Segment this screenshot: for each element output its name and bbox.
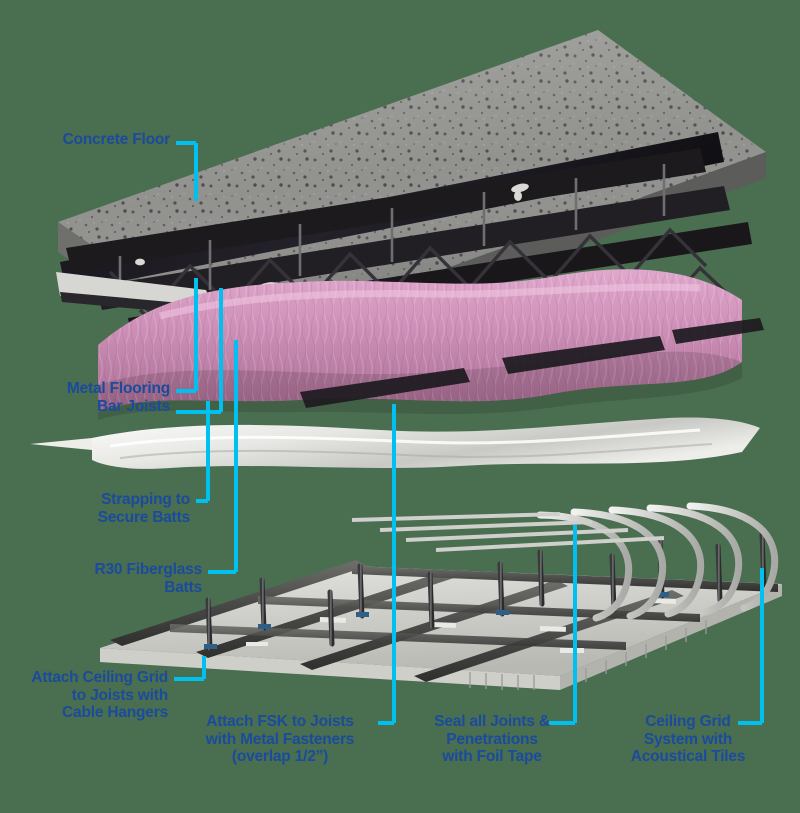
leader-lines-group — [174, 141, 764, 725]
strapping-bands — [300, 318, 764, 408]
fsk-left-tip — [30, 438, 92, 450]
ceiling-grid-layer — [100, 560, 782, 690]
fiberglass-batts-layer — [98, 269, 764, 420]
tile-kerf-marks — [469, 620, 707, 690]
bar-joist-beam-1 — [66, 148, 706, 272]
fsk-facing-layer — [30, 417, 760, 469]
cable-hangers-layer — [204, 502, 779, 651]
fsk-highlight-1 — [109, 428, 701, 448]
curved-cable-hangers — [536, 502, 779, 622]
ceiling-tile-right-edge — [560, 584, 782, 690]
metal-flooring-strip-left — [56, 272, 214, 308]
fsk-highlight-2 — [119, 443, 713, 459]
batt-fiber-texture — [98, 269, 742, 412]
joist-support-pins — [118, 164, 666, 300]
cable-runs — [351, 512, 665, 552]
hanger-base-clips — [204, 592, 669, 649]
grid-cross-tees — [170, 566, 778, 650]
batt-highlight — [159, 283, 701, 320]
ceiling-tile-front-edge — [100, 648, 560, 690]
